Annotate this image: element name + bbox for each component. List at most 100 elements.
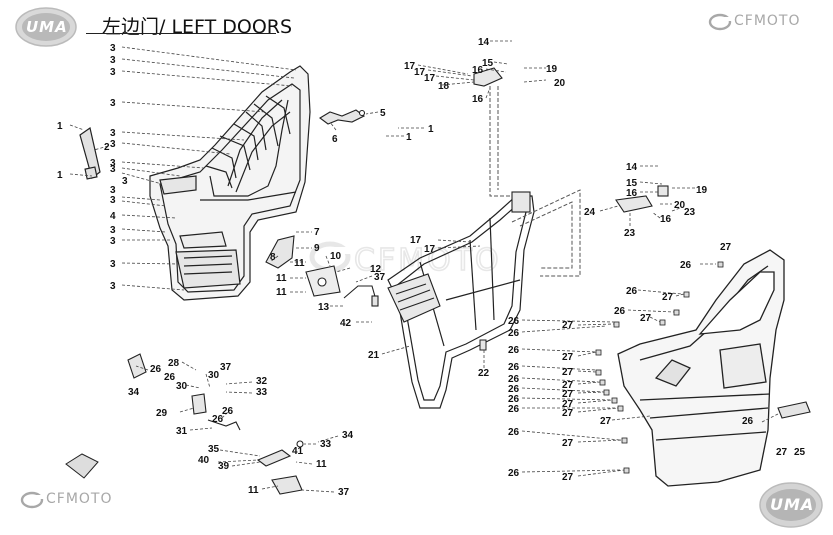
callout: 27 (562, 399, 574, 410)
callout: 17 (424, 244, 436, 255)
callout: 37 (220, 362, 232, 373)
callout: 3 (110, 139, 116, 150)
callout: 11 (294, 258, 305, 269)
left-door-inner-panel (149, 65, 311, 301)
page-title: 左边门/ LEFT DOORS (102, 16, 293, 38)
callout: 27 (562, 320, 574, 331)
callout: 30 (208, 370, 220, 381)
callout: 3 (110, 55, 116, 66)
callout: 26 (614, 306, 626, 317)
upper-hinge-assembly (473, 67, 669, 213)
callout: 27 (562, 389, 574, 400)
callout-labels: 3 3 3 3 3 3 3 3 3 3 3 3 3 3 3 1 2 1 4 5 … (57, 37, 806, 498)
callout: 3 (110, 281, 116, 292)
callout: 1 (428, 124, 434, 135)
callout: 3 (110, 128, 116, 139)
callout: 1 (57, 121, 63, 132)
callout: 20 (554, 78, 566, 89)
callout: 19 (546, 64, 558, 75)
callout: 26 (508, 316, 520, 327)
callout: 21 (368, 350, 380, 361)
callout: 2 (104, 142, 110, 153)
door-latch (305, 265, 341, 297)
callout: 26 (508, 362, 520, 373)
callout: 26 (508, 394, 520, 405)
callout: 3 (110, 67, 116, 78)
callout: 26 (508, 328, 520, 339)
callout: 27 (776, 447, 788, 458)
callout: 1 (406, 132, 412, 143)
cfmoto-logo-footer: CFMOTO (20, 490, 132, 510)
watermark-text: CFMOTO (354, 243, 502, 278)
callout: 27 (562, 408, 574, 419)
callout: 27 (562, 380, 574, 391)
callout: 3 (110, 98, 116, 109)
callout: 26 (626, 286, 638, 297)
callout: 13 (318, 302, 330, 313)
part-22-stud (479, 339, 487, 351)
callout: 23 (684, 207, 696, 218)
callout: 26 (508, 345, 520, 356)
callout: 33 (320, 439, 332, 450)
uma-logo-text: UMA (26, 18, 68, 36)
callout: 3 (122, 176, 128, 187)
callout: 25 (794, 447, 806, 458)
door-handle-strap (79, 126, 101, 180)
callout: 27 (562, 472, 574, 483)
callout: 17 (410, 235, 422, 246)
assembly-dashed-lines (489, 86, 581, 277)
callout: 1 (57, 170, 63, 181)
callout: 5 (380, 108, 386, 119)
callout: 27 (562, 367, 574, 378)
callout: 16 (472, 94, 484, 105)
cfmoto-logo-text: CFMOTO (734, 13, 801, 29)
callout: 27 (720, 242, 732, 253)
callout-leader-lines (69, 40, 779, 493)
callout: 17 (414, 67, 426, 78)
uma-logo-footer: UMA (758, 481, 824, 529)
callout: 34 (128, 387, 140, 398)
callout: 31 (176, 426, 188, 437)
callout: 3 (110, 164, 116, 175)
callout: 23 (624, 228, 636, 239)
callout: 26 (164, 372, 176, 383)
callout: 42 (340, 318, 352, 329)
callout: 26 (742, 416, 754, 427)
callout: 30 (176, 381, 188, 392)
callout: 3 (110, 195, 116, 206)
callout: 26 (508, 374, 520, 385)
striker-bracket (387, 273, 441, 323)
callout: 27 (562, 438, 574, 449)
callout: 17 (404, 61, 416, 72)
uma-logo: UMA (14, 6, 78, 48)
callout: 33 (256, 387, 268, 398)
callout: 3 (110, 259, 116, 270)
callout: 16 (660, 214, 672, 225)
callout: 32 (256, 376, 268, 387)
callout: 3 (110, 158, 116, 169)
callout: 26 (508, 468, 520, 479)
callout: 11 (276, 273, 287, 284)
callout: 27 (600, 416, 612, 427)
callout: 11 (316, 459, 327, 470)
callout: 40 (198, 455, 210, 466)
callout: 18 (438, 81, 450, 92)
callout: 37 (374, 272, 386, 283)
callout: 17 (424, 73, 436, 84)
callout: 15 (482, 58, 494, 69)
callout: 26 (680, 260, 692, 271)
callout: 4 (110, 211, 116, 222)
callout: 19 (696, 185, 708, 196)
callout: 41 (292, 446, 304, 457)
callout: 3 (110, 185, 116, 196)
callout: 3 (110, 236, 116, 247)
callout: 11 (248, 485, 259, 496)
door-check-link (319, 109, 366, 125)
callout: 3 (110, 43, 116, 54)
callout: 9 (314, 243, 320, 254)
callout: 3 (110, 225, 116, 236)
cfmoto-logo: CFMOTO (708, 12, 823, 32)
door-frame-tube (387, 195, 535, 409)
lock-mechanism-parts (256, 440, 304, 495)
